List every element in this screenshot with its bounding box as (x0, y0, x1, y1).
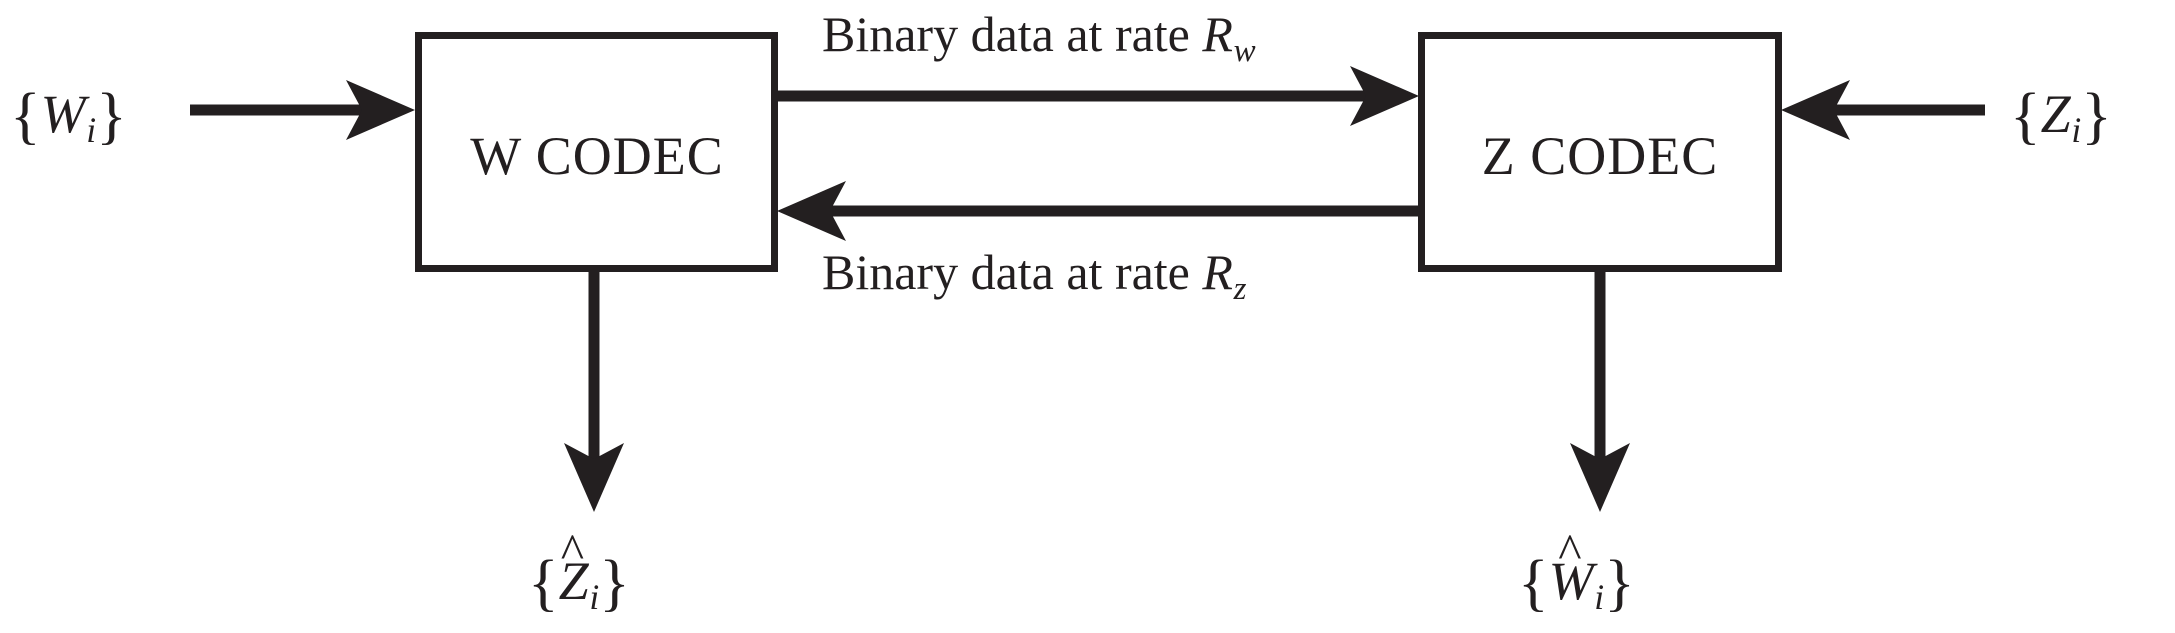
open-brace: { (10, 79, 41, 150)
forward-link-arrow (774, 66, 1419, 126)
z-hat-symbol-wrapper: ^Z (558, 527, 589, 612)
w-output-subscript: i (1594, 577, 1605, 618)
circumflex-accent-icon: ^ (1558, 523, 1582, 579)
z-input-arrow (1781, 80, 1985, 140)
z-output-subscript: i (589, 577, 600, 618)
w-codec-label: W CODEC (470, 126, 724, 186)
forward-edge-prefix: Binary data at rate (822, 6, 1203, 62)
reverse-link-arrow (777, 181, 1422, 241)
z-output-signal-label: {^Zi} (528, 527, 630, 619)
z-output-symbol: Z (558, 550, 589, 611)
close-brace: } (1604, 546, 1635, 617)
reverse-rate-symbol: R (1202, 244, 1233, 300)
reverse-edge-label: Binary data at rate Rz (822, 243, 1246, 308)
close-brace: } (2081, 79, 2112, 150)
w-hat-symbol-wrapper: ^W (1548, 527, 1594, 612)
open-brace: { (1518, 546, 1549, 617)
w-input-subscript: i (86, 110, 97, 151)
w-output-signal-label: {^Wi} (1518, 527, 1635, 619)
circumflex-accent-icon: ^ (560, 523, 585, 579)
z-codec-label: Z CODEC (1481, 126, 1719, 186)
forward-rate-symbol: R (1202, 6, 1233, 62)
w-input-arrow (190, 80, 415, 140)
open-brace: { (528, 546, 559, 617)
open-brace: { (2010, 79, 2041, 150)
w-codec-box[interactable] (415, 32, 778, 272)
close-brace: } (96, 79, 127, 150)
z-codec-box[interactable] (1418, 32, 1782, 272)
close-brace: } (599, 546, 630, 617)
forward-rate-subscript: w (1233, 32, 1256, 69)
w-input-symbol: W (40, 83, 86, 144)
z-input-symbol: Z (2040, 83, 2071, 144)
w-input-signal-label: {Wi} (10, 78, 127, 152)
w-output-symbol: W (1548, 550, 1594, 611)
w-output-arrow (1570, 268, 1630, 512)
z-output-arrow (564, 268, 624, 512)
reverse-rate-subscript: z (1233, 270, 1247, 307)
z-input-signal-label: {Zi} (2010, 78, 2112, 152)
z-input-subscript: i (2071, 110, 2082, 151)
reverse-edge-prefix: Binary data at rate (822, 244, 1203, 300)
forward-edge-label: Binary data at rate Rw (822, 5, 1256, 70)
